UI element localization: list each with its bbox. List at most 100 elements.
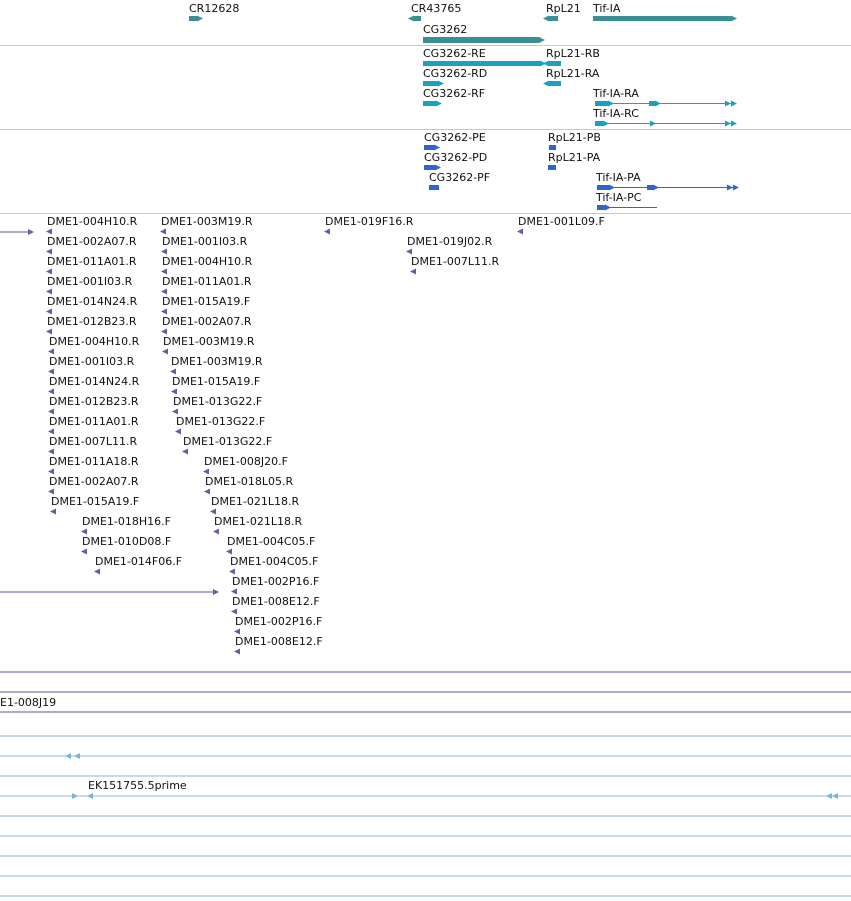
gene-feature[interactable]: [189, 16, 197, 21]
clone-label[interactable]: DME1-011A01.R: [49, 415, 139, 428]
clone-label[interactable]: DME1-008J20.F: [204, 455, 288, 468]
clone-label[interactable]: DME1-004C05.F: [230, 555, 319, 568]
gene-feature[interactable]: [549, 16, 558, 21]
protein-feature[interactable]: [424, 165, 435, 170]
clone-label[interactable]: DME1-014N24.R: [49, 375, 140, 388]
clone-label[interactable]: DME1-014N24.R: [47, 295, 138, 308]
clone-label[interactable]: DME1-013G22.F: [173, 395, 263, 408]
gene-feature[interactable]: [423, 37, 539, 43]
transcript-label[interactable]: Tif-IA-RC: [593, 107, 639, 120]
right-arrow-icon: [438, 80, 444, 87]
left-arrow-icon: [229, 568, 235, 575]
protein-feature[interactable]: [597, 185, 609, 190]
gene-label-cg3262[interactable]: CG3262: [423, 23, 468, 36]
gene-feature[interactable]: [414, 16, 421, 21]
protein-feature[interactable]: [597, 205, 605, 210]
protein-label[interactable]: RpL21-PA: [548, 151, 601, 164]
clone-label[interactable]: DME1-004H10.R: [162, 255, 253, 268]
protein-label[interactable]: RpL21-PB: [548, 131, 601, 144]
clone-label[interactable]: DME1-018L05.R: [205, 475, 294, 488]
clone-label[interactable]: DME1-002A07.R: [162, 315, 252, 328]
right-arrow-icon: [655, 100, 661, 107]
transcript-label[interactable]: CG3262-RD: [423, 67, 488, 80]
clone-label[interactable]: DME1-012B23.R: [47, 315, 137, 328]
clone-label[interactable]: DME1-019F16.R: [325, 215, 414, 228]
transcript-feature[interactable]: [549, 81, 561, 86]
clone-label[interactable]: DME1-008E12.F: [232, 595, 320, 608]
clone-label[interactable]: DME1-012B23.R: [49, 395, 139, 408]
gene-label-rpl21[interactable]: RpL21: [546, 2, 581, 15]
left-arrow-icon: [226, 548, 232, 555]
gene-label-cr12628[interactable]: CR12628: [189, 2, 240, 15]
left-arrow-icon: [324, 228, 330, 235]
clone-label[interactable]: DME1-007L11.R: [49, 435, 138, 448]
protein-label[interactable]: Tif-IA-PC: [596, 191, 642, 204]
protein-feature[interactable]: [429, 185, 439, 190]
clone-label[interactable]: DME1-002P16.F: [232, 575, 320, 588]
protein-feature[interactable]: [548, 165, 556, 170]
protein-feature[interactable]: [549, 145, 556, 150]
transcript-label[interactable]: RpL21-RA: [546, 67, 600, 80]
left-arrow-icon: [161, 268, 167, 275]
clone-label[interactable]: DME1-007L11.R: [411, 255, 500, 268]
clone-label[interactable]: DME1-002A07.R: [49, 475, 139, 488]
left-arrow-icon: [408, 15, 414, 22]
protein-label[interactable]: CG3262-PE: [424, 131, 486, 144]
clone-label[interactable]: DME1-008E12.F: [235, 635, 323, 648]
transcript-label[interactable]: CG3262-RE: [423, 47, 486, 60]
clone-label[interactable]: DME1-021L18.R: [214, 515, 303, 528]
gene-feature[interactable]: [593, 16, 731, 21]
clone-label[interactable]: DME1-003M19.R: [163, 335, 255, 348]
clone-label[interactable]: DME1-001I03.R: [162, 235, 248, 248]
transcript-label[interactable]: RpL21-RB: [546, 47, 600, 60]
clone-label[interactable]: DME1-004C05.F: [227, 535, 316, 548]
clone-label[interactable]: DME1-013G22.F: [176, 415, 266, 428]
clone-label[interactable]: DME1-018H16.F: [82, 515, 171, 528]
left-arrow-icon: [46, 288, 52, 295]
right-arrow-icon: [653, 184, 659, 191]
clone-label[interactable]: DME1-001L09.F: [518, 215, 605, 228]
clone-label[interactable]: DME1-015A19.F: [51, 495, 140, 508]
clone-label[interactable]: DME1-011A18.R: [49, 455, 139, 468]
left-arrow-icon: [543, 80, 549, 87]
clone-label[interactable]: DME1-014F06.F: [95, 555, 183, 568]
clone-label-truncated[interactable]: E1-008J19: [0, 696, 57, 709]
clone-label[interactable]: DME1-004H10.R: [49, 335, 140, 348]
transcript-feature[interactable]: [423, 81, 438, 86]
protein-feature[interactable]: [424, 145, 434, 150]
transcript-label[interactable]: Tif-IA-RA: [593, 87, 639, 100]
transcript-feature[interactable]: [423, 101, 436, 106]
est-label[interactable]: EK151755.5prime: [88, 779, 187, 792]
right-arrow-icon: [725, 100, 731, 107]
clone-label[interactable]: DME1-003M19.R: [171, 355, 263, 368]
clone-label[interactable]: DME1-011A01.R: [162, 275, 252, 288]
clone-label[interactable]: DME1-001I03.R: [47, 275, 133, 288]
clone-label[interactable]: DME1-002A07.R: [47, 235, 137, 248]
protein-label[interactable]: CG3262-PF: [429, 171, 491, 184]
clone-label[interactable]: DME1-015A19.F: [162, 295, 251, 308]
transcript-feature[interactable]: [595, 121, 603, 126]
transcript-feature[interactable]: [595, 101, 608, 106]
transcript-feature[interactable]: [649, 101, 655, 106]
transcript-label[interactable]: CG3262-RF: [423, 87, 486, 100]
clone-label[interactable]: DME1-003M19.R: [161, 215, 253, 228]
clone-label[interactable]: DME1-021L18.R: [211, 495, 300, 508]
gene-label-cr43765[interactable]: CR43765: [411, 2, 462, 15]
clone-label[interactable]: DME1-004H10.R: [47, 215, 138, 228]
left-arrow-icon: [50, 508, 56, 515]
left-arrow-icon: [81, 528, 87, 535]
protein-label[interactable]: Tif-IA-PA: [596, 171, 641, 184]
clone-label[interactable]: DME1-010D08.F: [82, 535, 172, 548]
protein-feature[interactable]: [647, 185, 653, 190]
gene-label-tif-ia[interactable]: Tif-IA: [593, 2, 621, 15]
protein-label[interactable]: CG3262-PD: [424, 151, 488, 164]
clone-label[interactable]: DME1-015A19.F: [172, 375, 261, 388]
transcript-feature[interactable]: [549, 61, 561, 66]
clone-label[interactable]: DME1-011A01.R: [47, 255, 137, 268]
clone-label[interactable]: DME1-002P16.F: [235, 615, 323, 628]
clone-label[interactable]: DME1-001I03.R: [49, 355, 135, 368]
clone-label[interactable]: DME1-013G22.F: [183, 435, 273, 448]
clone-label[interactable]: DME1-019J02.R: [407, 235, 493, 248]
transcript-feature[interactable]: [423, 61, 540, 66]
